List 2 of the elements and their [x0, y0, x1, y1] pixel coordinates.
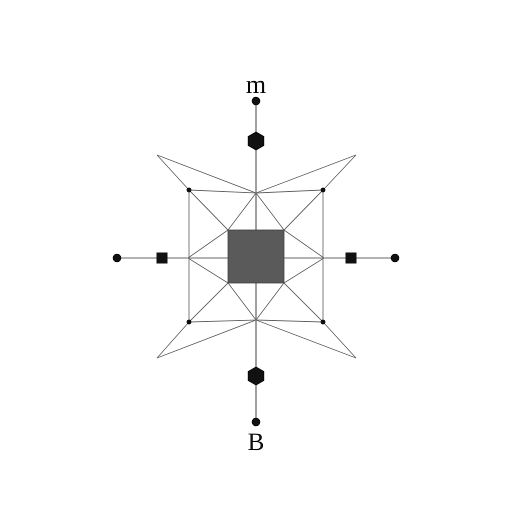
point-label: B	[248, 430, 264, 455]
point-label: m	[246, 72, 266, 98]
